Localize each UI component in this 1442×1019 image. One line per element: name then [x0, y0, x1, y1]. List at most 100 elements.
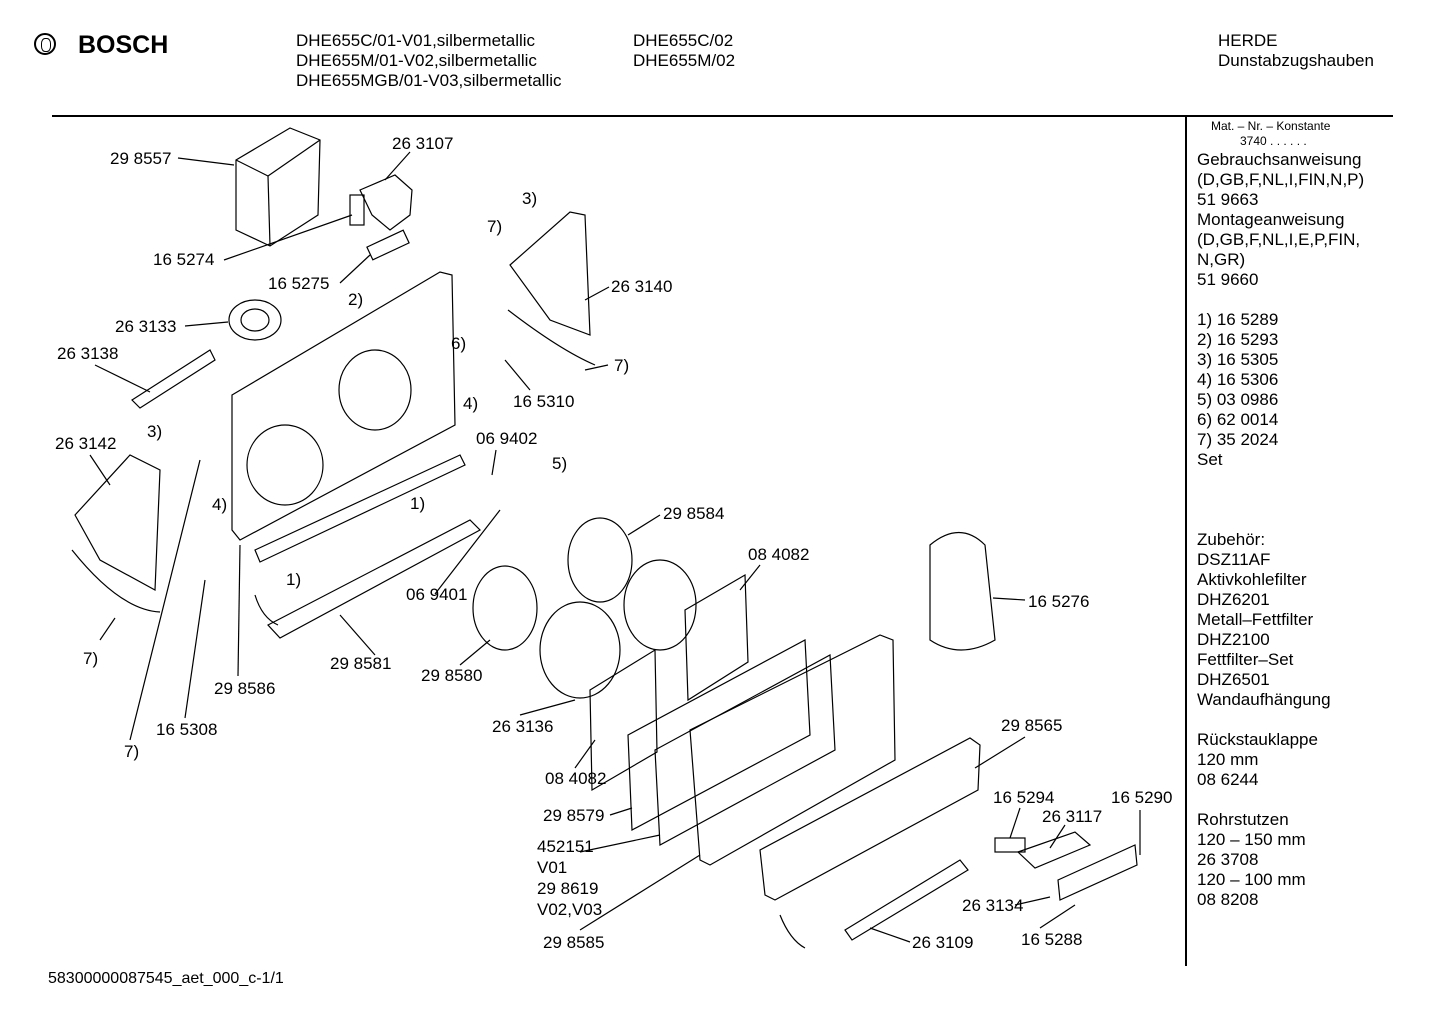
part-front-panel	[689, 634, 896, 866]
part-number-label: 29 8619	[537, 879, 599, 898]
part-number-label: 4)	[212, 495, 228, 514]
part-number-label: 29 8557	[110, 149, 172, 168]
sidebar-line: 3) 16 5305	[1197, 350, 1279, 369]
part-number-label: 08 4082	[545, 769, 607, 788]
sidebar-line: 120 mm	[1197, 750, 1259, 769]
part-control-panel	[759, 737, 981, 901]
sidebar-line: DHZ2100	[1197, 630, 1270, 649]
part-number-label: 1)	[286, 570, 302, 589]
part-number-label: 16 5310	[513, 392, 575, 411]
part-number-label: 6)	[451, 334, 467, 353]
sidebar-line: 120 – 100 mm	[1197, 870, 1306, 889]
part-number-label: 7)	[614, 356, 630, 375]
sidebar-line: Set	[1197, 450, 1223, 469]
part-number-label: 16 5275	[268, 274, 330, 293]
sidebar-line: 08 6244	[1197, 770, 1259, 789]
model-line: DHE655C/01-V01,silbermetallic	[296, 31, 536, 50]
part-number-label: 3)	[522, 189, 538, 208]
header-rule	[52, 115, 1393, 117]
sidebar-line: Montageanweisung	[1197, 210, 1345, 229]
part-number-label: 452151	[537, 837, 594, 856]
models-col2: DHE655C/02 DHE655M/02	[633, 31, 735, 71]
sidebar-line: 1) 16 5289	[1197, 310, 1279, 329]
mat-title: Mat. – Nr. – Konstante	[1211, 119, 1331, 133]
part-switch-module	[994, 837, 1026, 853]
part-number-label: 16 5274	[153, 250, 215, 269]
sidebar-line: Rückstauklappe	[1197, 730, 1318, 749]
part-number-label: 5)	[552, 454, 568, 473]
part-number-label: 2)	[348, 290, 364, 309]
part-number-label: 16 5294	[993, 788, 1055, 807]
mat-value: 3740 . . . . . .	[1240, 134, 1307, 148]
part-number-label: 26 3117	[1042, 807, 1103, 826]
part-light-bar	[254, 454, 466, 563]
sidebar-line: (D,GB,F,NL,I,FIN,N,P)	[1197, 170, 1365, 189]
part-main-frame	[231, 271, 456, 541]
part-number-label: 29 8584	[663, 504, 725, 523]
sidebar-info: Gebrauchsanweisung(D,GB,F,NL,I,FIN,N,P)5…	[1197, 150, 1364, 910]
sidebar-line: 120 – 150 mm	[1197, 830, 1306, 849]
sidebar-line: 08 8208	[1197, 890, 1259, 909]
part-number-label: 16 5288	[1021, 930, 1083, 949]
part-number-label: 26 3133	[115, 317, 177, 336]
part-fan-ring	[539, 601, 621, 699]
part-number-label: 16 5308	[156, 720, 218, 739]
part-number-label: 7)	[83, 649, 99, 668]
part-fan-wheel	[472, 565, 538, 651]
part-rail	[131, 349, 216, 409]
part-number-label: 29 8579	[543, 806, 605, 825]
part-switch-cover	[1057, 844, 1138, 901]
model-line: DHE655MGB/01-V03,silbermetallic	[296, 71, 562, 90]
part-cover-strip	[267, 519, 481, 639]
part-number-label: 3)	[147, 422, 163, 441]
sidebar-line: N,GR)	[1197, 250, 1246, 269]
part-bracket	[359, 174, 413, 231]
sidebar-line: Fettfilter–Set	[1197, 650, 1294, 669]
part-number-label: 26 3109	[912, 933, 974, 952]
maker-block: HERDE Dunstabzugshauben	[1218, 31, 1374, 71]
part-number-label: V02,V03	[537, 900, 603, 919]
sidebar-line: (D,GB,F,NL,I,E,P,FIN,	[1197, 230, 1361, 249]
arrow-icon	[254, 594, 279, 626]
part-number-label: 26 3140	[611, 277, 673, 296]
maker: HERDE	[1218, 31, 1278, 50]
part-side-bracket-left	[74, 454, 161, 591]
sidebar-line: Metall–Fettfilter	[1197, 610, 1314, 629]
category: Dunstabzugshauben	[1218, 51, 1374, 70]
sidebar-line: Wandaufhängung	[1197, 690, 1331, 709]
sidebar-line: 6) 62 0014	[1197, 410, 1279, 429]
model-line: DHE655M/02	[633, 51, 736, 70]
sidebar-line: Rohrstutzen	[1197, 810, 1289, 829]
sidebar-line: 7) 35 2024	[1197, 430, 1279, 449]
sidebar-divider	[1185, 117, 1187, 966]
part-number-label: 26 3142	[55, 434, 117, 453]
model-line: DHE655M/01-V02,silbermetallic	[296, 51, 537, 70]
sidebar-line: Gebrauchsanweisung	[1197, 150, 1362, 169]
part-capacitor	[349, 194, 365, 226]
part-number-label: 7)	[487, 217, 503, 236]
part-number-label: 26 3138	[57, 344, 119, 363]
bosch-logo-icon	[34, 33, 56, 55]
part-connector	[366, 229, 410, 261]
part-number-label: 16 5290	[1111, 788, 1173, 807]
part-filter-mat	[627, 639, 811, 831]
part-number-label: 26 3136	[492, 717, 554, 736]
part-number-label: 4)	[463, 394, 479, 413]
sidebar-line: Aktivkohlefilter	[1197, 570, 1307, 589]
sidebar-line: 51 9660	[1197, 270, 1259, 289]
part-number-label: 08 4082	[748, 545, 810, 564]
sidebar-line: 51 9663	[1197, 190, 1259, 209]
part-grease-filter	[589, 648, 658, 792]
sidebar-line: 5) 03 0986	[1197, 390, 1279, 409]
sidebar-line: DSZ11AF	[1197, 550, 1271, 569]
part-number-label: 06 9401	[406, 585, 468, 604]
sidebar-line: DHZ6501	[1197, 670, 1270, 689]
model-line: DHE655C/02	[633, 31, 734, 50]
sidebar-line: 4) 16 5306	[1197, 370, 1279, 389]
part-number-label: 06 9402	[476, 429, 538, 448]
sidebar-line: 26 3708	[1197, 850, 1259, 869]
sidebar-line: DHZ6201	[1197, 590, 1270, 609]
sidebar-line: Zubehör:	[1197, 530, 1266, 549]
part-number-label: V01	[537, 858, 568, 877]
